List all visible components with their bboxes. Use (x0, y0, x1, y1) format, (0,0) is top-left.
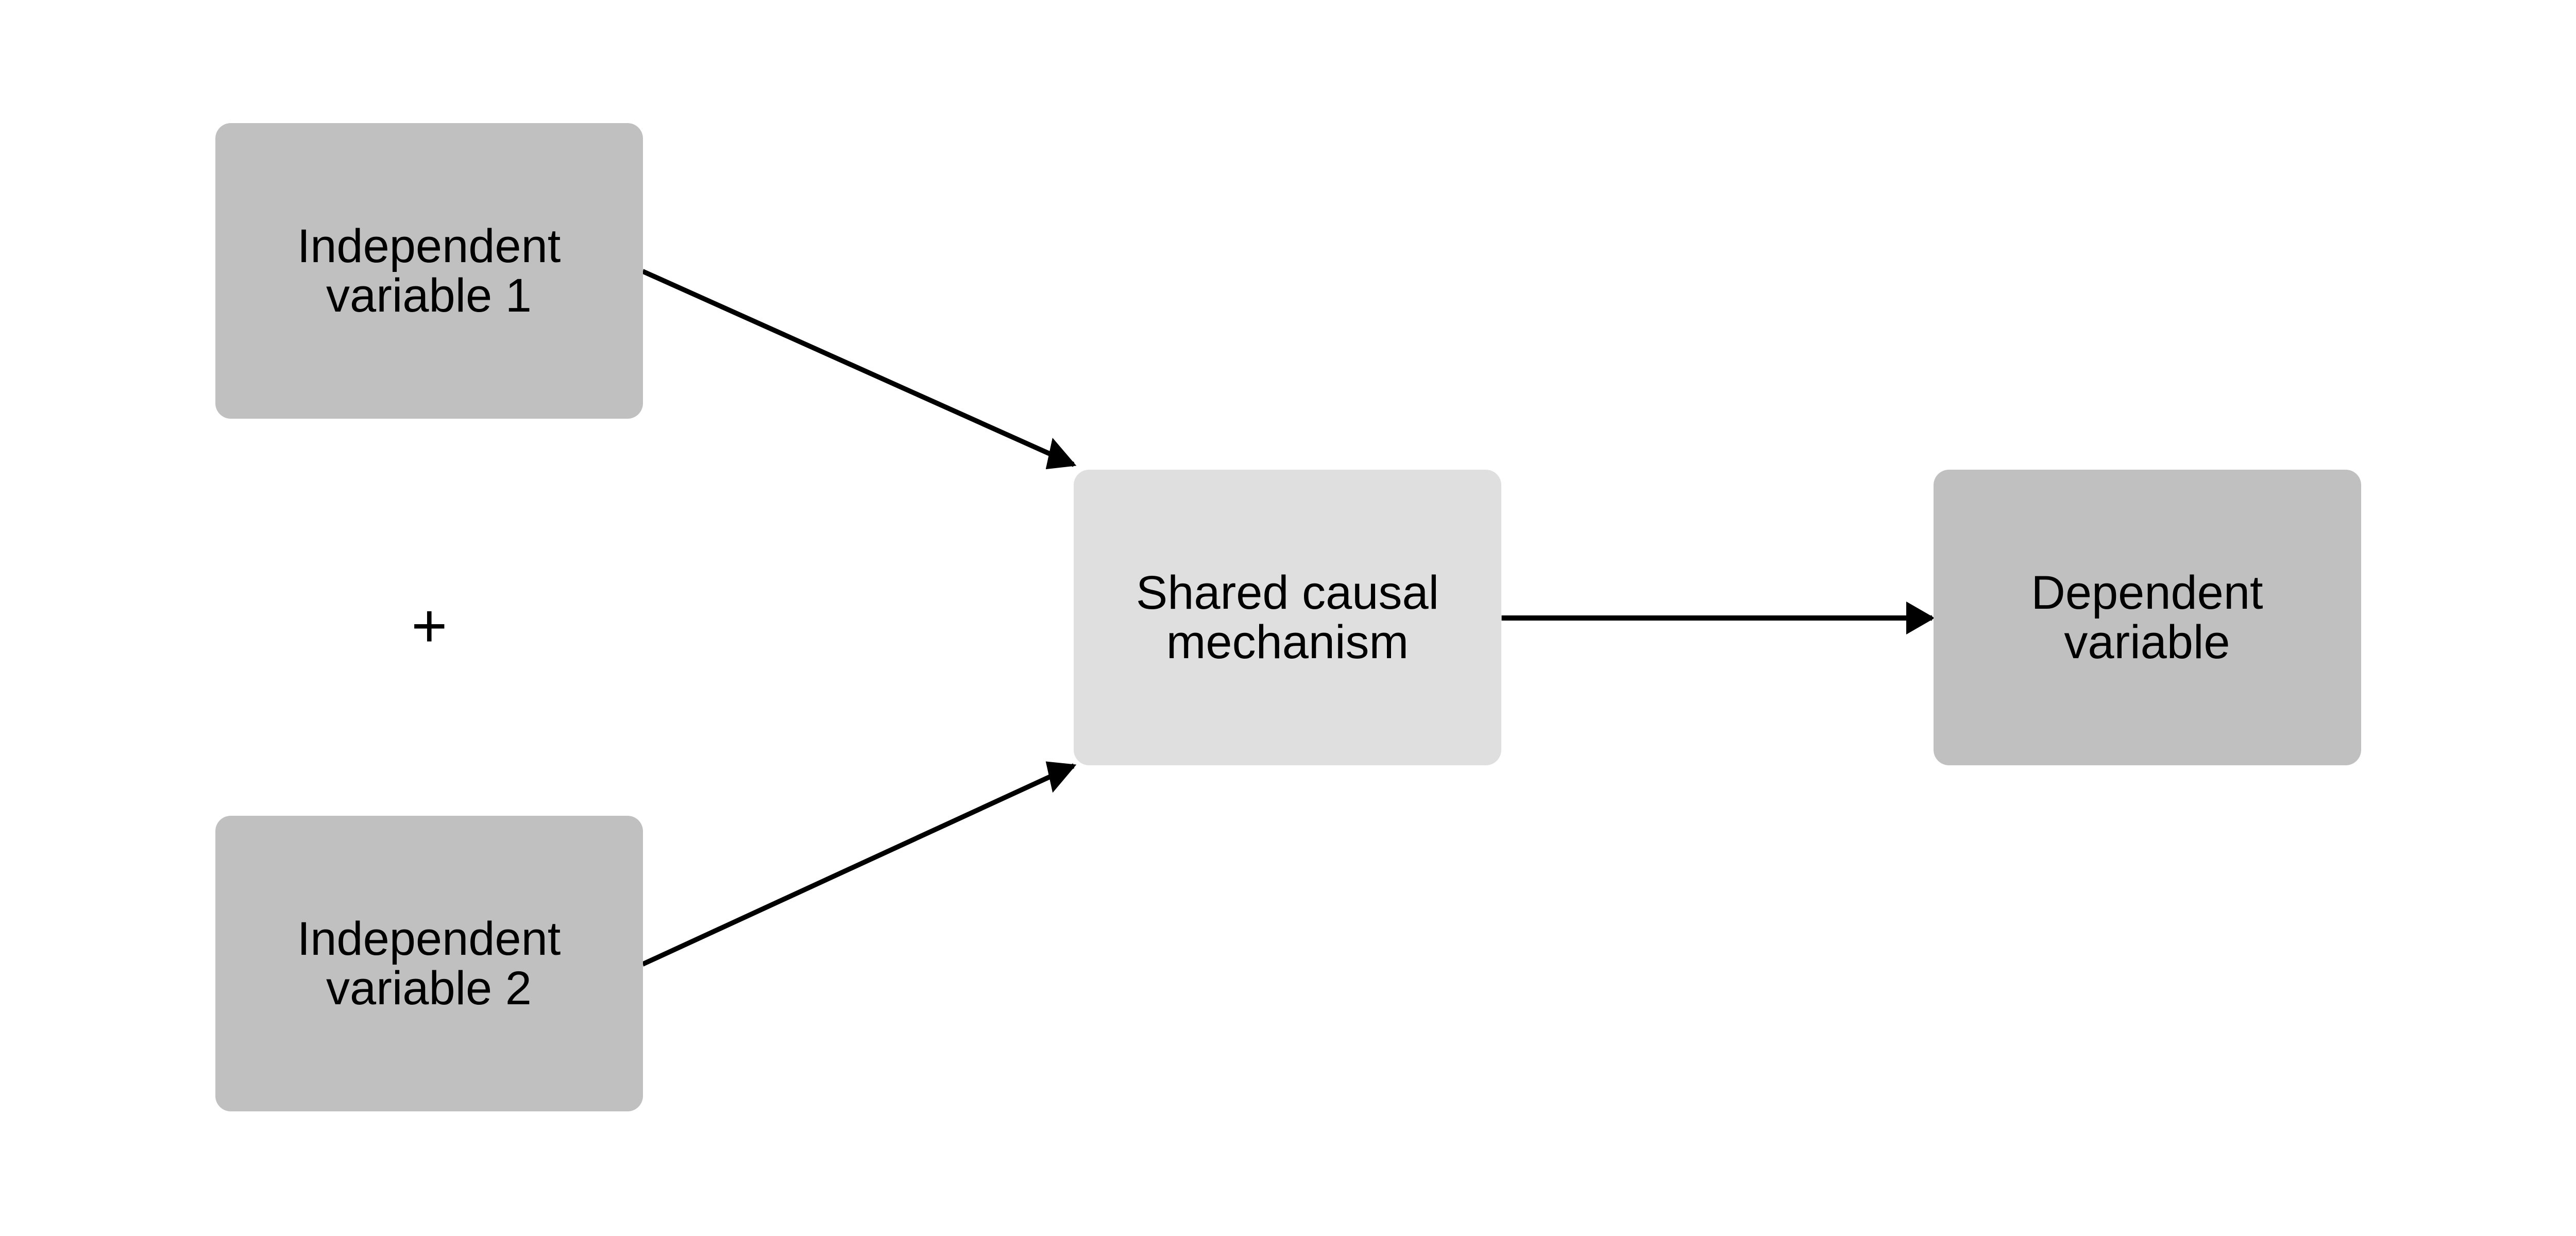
arrow-iv1-to-mechanism (642, 269, 1077, 470)
node-label: Independent variable 1 (297, 220, 561, 322)
node-label: Dependent variable (2031, 566, 2263, 668)
node-independent-variable-1: Independent variable 1 (215, 123, 643, 419)
arrow-iv2-to-mechanism (642, 761, 1077, 967)
node-dependent-variable: Dependent variable (1933, 470, 2361, 765)
node-independent-variable-2: Independent variable 2 (215, 816, 643, 1111)
node-label: Independent variable 2 (297, 913, 561, 1015)
plus-operator: + (411, 591, 448, 660)
node-shared-causal-mechanism: Shared causal mechanism (1074, 470, 1501, 765)
node-label: Shared causal mechanism (1136, 566, 1439, 668)
